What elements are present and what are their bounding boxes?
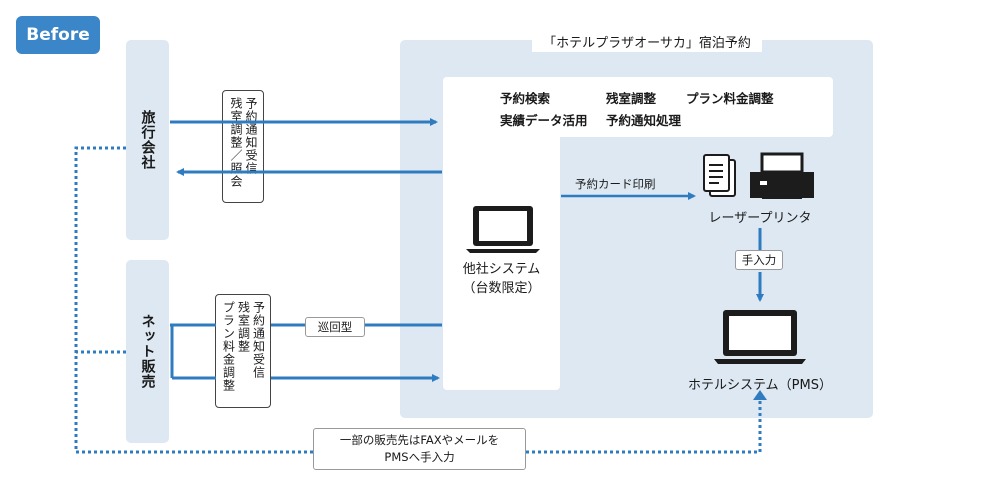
patrol-tag: 巡回型 [305, 317, 365, 337]
net-bracket [170, 323, 174, 378]
feature-notify: 予約通知処理 [606, 113, 682, 128]
net-func-col3: 予約通知受信 [251, 301, 266, 379]
note-line2: PMSへ手入力 [384, 450, 455, 464]
card-print-label: 予約カード印刷 [575, 177, 656, 191]
other-system-label: 他社システム （台数限定） [443, 258, 560, 296]
printer-icon [750, 152, 814, 199]
dotted-bypass [74, 146, 313, 454]
net-functions-box: プラン料金調整 残室調整 予約通知受信 [215, 294, 271, 408]
net-func-col2: 残室調整 [236, 301, 251, 353]
channel-net-label: ネット販売 [139, 314, 156, 389]
laptop-icon-pms [714, 310, 806, 364]
pms-label: ホテルシステム（PMS） [688, 378, 832, 393]
printer-label: レーザープリンタ [708, 211, 812, 226]
agency-func-col1: 残室調整／照会 [229, 97, 243, 188]
channel-net-sales: ネット販売 [126, 260, 169, 443]
agency-func-col2: 予約通知受信 [244, 97, 258, 175]
channel-agency-label: 旅行会社 [139, 110, 156, 170]
other-system-line1: 他社システム [462, 262, 541, 277]
hotel-title: 「ホテルプラザオーサカ」宿泊予約 [532, 30, 762, 52]
document-icon [703, 154, 736, 197]
note-line1: 一部の販売先はFAXやメールを [339, 433, 500, 448]
manual-input-tag: 手入力 [735, 250, 783, 270]
other-system-line2: （台数限定） [462, 281, 541, 296]
feature-inventory: 残室調整 [606, 91, 657, 106]
agency-functions-box: 残室調整／照会 予約通知受信 [222, 90, 264, 203]
feature-plan-price: プラン料金調整 [686, 91, 774, 106]
feature-data-use: 実績データ活用 [500, 113, 588, 128]
channel-travel-agency: 旅行会社 [126, 40, 169, 240]
note-box: 一部の販売先はFAXやメールを PMSへ手入力 [313, 428, 526, 470]
laptop-icon-other-system [466, 206, 540, 253]
net-func-col1: プラン料金調整 [221, 301, 236, 392]
feature-search: 予約検索 [500, 91, 551, 106]
before-badge: Before [16, 16, 100, 54]
